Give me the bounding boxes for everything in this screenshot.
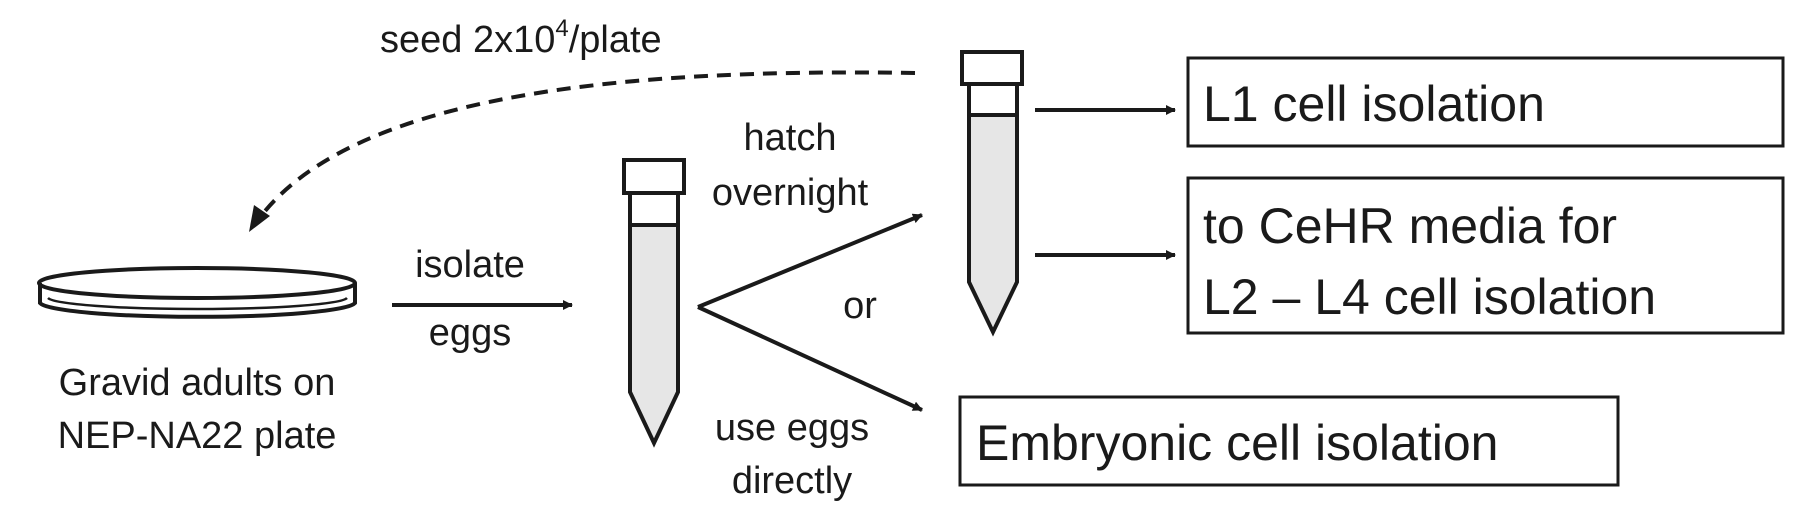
hatch-tube-icon [960, 50, 1024, 337]
cehr-box-line1: to CeHR media for [1203, 198, 1617, 254]
isolate-label: isolate [415, 244, 525, 286]
use-eggs-label: use eggs [715, 407, 869, 449]
plate-caption-line2: NEP-NA22 plate [58, 415, 337, 457]
l1-box-label: L1 cell isolation [1203, 76, 1545, 132]
petri-dish-icon [37, 266, 357, 319]
cehr-box [1186, 176, 1785, 335]
hatch-branch-arrow [697, 213, 923, 309]
overnight-label: overnight [712, 172, 869, 214]
or-label: or [843, 285, 877, 327]
seed-label: seed 2x104/plate [380, 15, 662, 61]
direct-branch-arrow [697, 305, 923, 412]
l1-box [1186, 56, 1785, 148]
seed-return-arrow [256, 70, 916, 222]
seed-return-arrowhead [249, 205, 270, 232]
embryonic-box [958, 395, 1620, 487]
cehr-box-line2: L2 – L4 cell isolation [1203, 269, 1656, 325]
embryonic-box-label: Embryonic cell isolation [976, 415, 1498, 471]
directly-label: directly [732, 460, 852, 502]
egg-tube-icon [622, 158, 686, 448]
hatch-label: hatch [744, 117, 837, 159]
eggs-label: eggs [429, 312, 511, 354]
plate-caption-line1: Gravid adults on [59, 362, 336, 404]
